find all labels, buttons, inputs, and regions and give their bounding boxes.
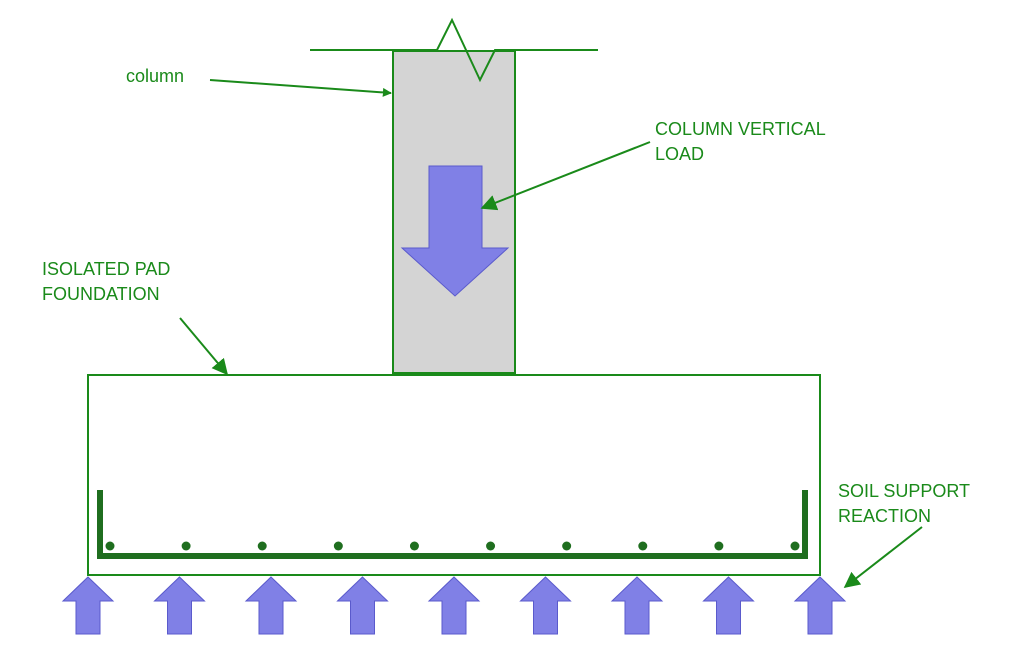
soil-support-reaction-label-line2: REACTION [838, 506, 931, 526]
rebar-dot [105, 541, 115, 551]
rebar-dots [105, 541, 800, 551]
column-load-leader-arrow [480, 141, 651, 211]
soil-reaction-arrow [610, 576, 664, 635]
soil-reaction-arrow [427, 576, 481, 635]
pad-foundation-label-line2: FOUNDATION [42, 284, 160, 304]
soil-reaction-arrow [244, 576, 298, 635]
pad-foundation-label-line1: ISOLATED PAD [42, 259, 170, 279]
rebar-dot [638, 541, 648, 551]
pad-foundation [87, 374, 821, 576]
soil-support-reaction-label-line1: SOIL SUPPORT [838, 481, 970, 501]
rebar-dot [181, 541, 191, 551]
soil-reaction-arrow [519, 576, 572, 635]
soil-reaction-arrow [61, 576, 115, 635]
soil-reaction-arrow [153, 576, 206, 635]
rebar-dot [562, 541, 572, 551]
bottom-reinforcement-bar [97, 490, 808, 559]
rebar-dot [486, 541, 496, 551]
column-vertical-load-label-line1: COLUMN VERTICAL [655, 119, 826, 139]
column-vertical-load-label-line2: LOAD [655, 144, 704, 164]
soil-reaction-leader-arrow [843, 526, 923, 588]
soil-reaction-arrow [336, 576, 389, 635]
rebar-dot [714, 541, 724, 551]
column-leader-arrow [209, 79, 392, 97]
rebar-dot [257, 541, 267, 551]
rebar-dot [409, 541, 419, 551]
column-break-line [310, 17, 598, 83]
soil-reaction-arrow [793, 576, 847, 635]
soil-reaction-arrow [702, 576, 755, 635]
soil-reaction-arrows [61, 576, 847, 635]
rebar-dot [790, 541, 800, 551]
rebar-dot [333, 541, 343, 551]
pad-foundation-leader-arrow [179, 317, 229, 376]
column-label: column [126, 66, 184, 86]
